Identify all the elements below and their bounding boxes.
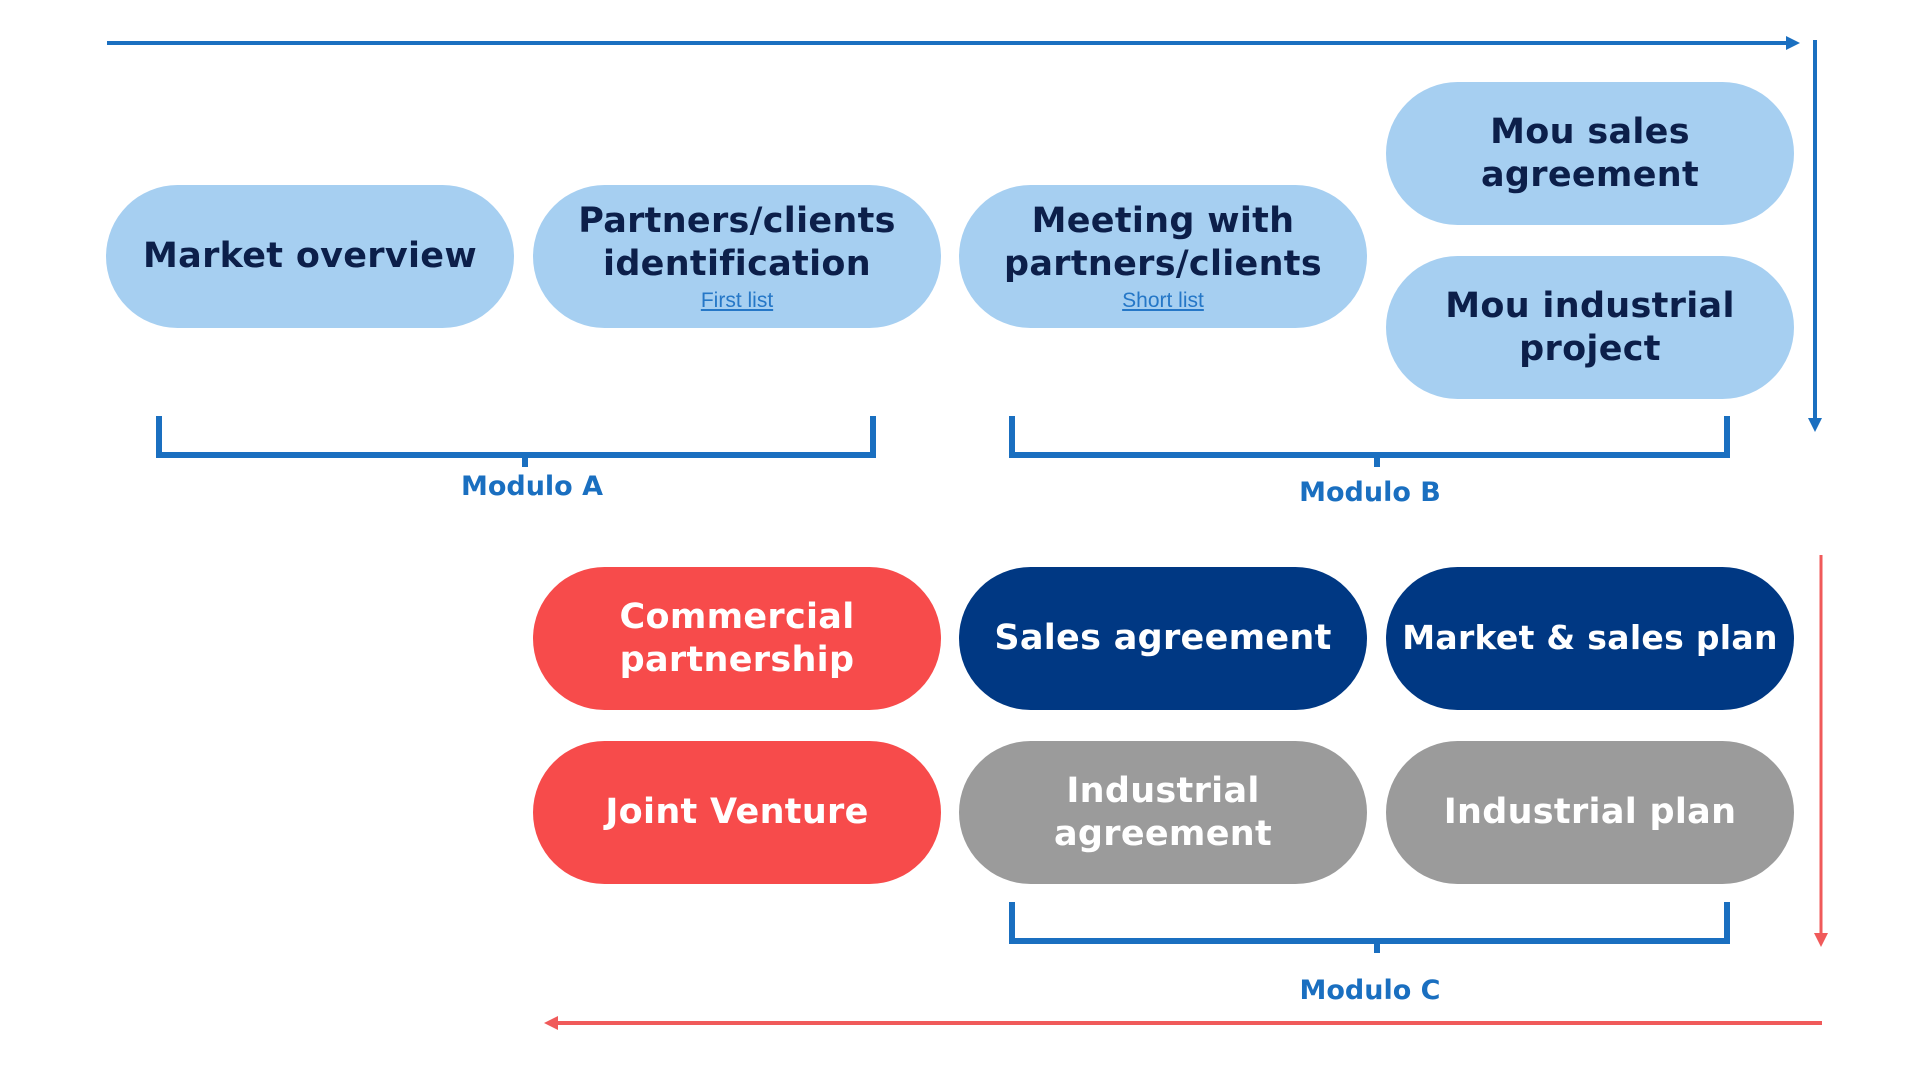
node-mou-sales-agreement: Mou sales agreement [1386,82,1794,225]
node-market-sales-plan: Market & sales plan [1386,567,1794,710]
node-title: Sales agreement [994,618,1332,659]
node-title: Industrial plan [1443,792,1737,833]
first-list-link[interactable]: First list [700,289,774,313]
node-meeting-partners: Meeting with partners/clients Short list [959,185,1367,328]
node-title: Partners/clients identification [578,200,896,284]
node-industrial-agreement: Industrial agreement [959,741,1367,884]
node-title: Mou sales agreement [1481,111,1699,195]
node-industrial-plan: Industrial plan [1386,741,1794,884]
node-title: Market & sales plan [1402,618,1778,658]
label-modulo-b: Modulo B [1299,477,1441,508]
bottom-return-arrow [544,1016,1822,1030]
node-title: Industrial agreement [1054,770,1272,854]
node-partners-identification: Partners/clients identification First li… [533,185,941,328]
node-title: Meeting with partners/clients [1004,200,1322,284]
node-title: Joint Venture [605,792,869,833]
node-market-overview: Market overview [106,185,514,328]
right-blue-down-arrow [1808,40,1822,432]
top-flow-arrow [107,36,1800,50]
label-modulo-c: Modulo C [1299,975,1441,1006]
label-modulo-a: Modulo A [460,471,604,502]
short-list-link[interactable]: Short list [1122,289,1204,313]
node-commercial-partnership: Commercial partnership [533,567,941,710]
node-title: Market overview [143,236,477,277]
node-sales-agreement: Sales agreement [959,567,1367,710]
right-red-down-arrow [1814,555,1828,947]
bracket-modulo-c [1009,902,1730,953]
bracket-modulo-a [156,416,876,467]
node-title: Commercial partnership [619,596,855,680]
node-mou-industrial-project: Mou industrial project [1386,256,1794,399]
node-title: Mou industrial project [1445,285,1735,369]
node-joint-venture: Joint Venture [533,741,941,884]
bracket-modulo-b [1009,416,1730,467]
